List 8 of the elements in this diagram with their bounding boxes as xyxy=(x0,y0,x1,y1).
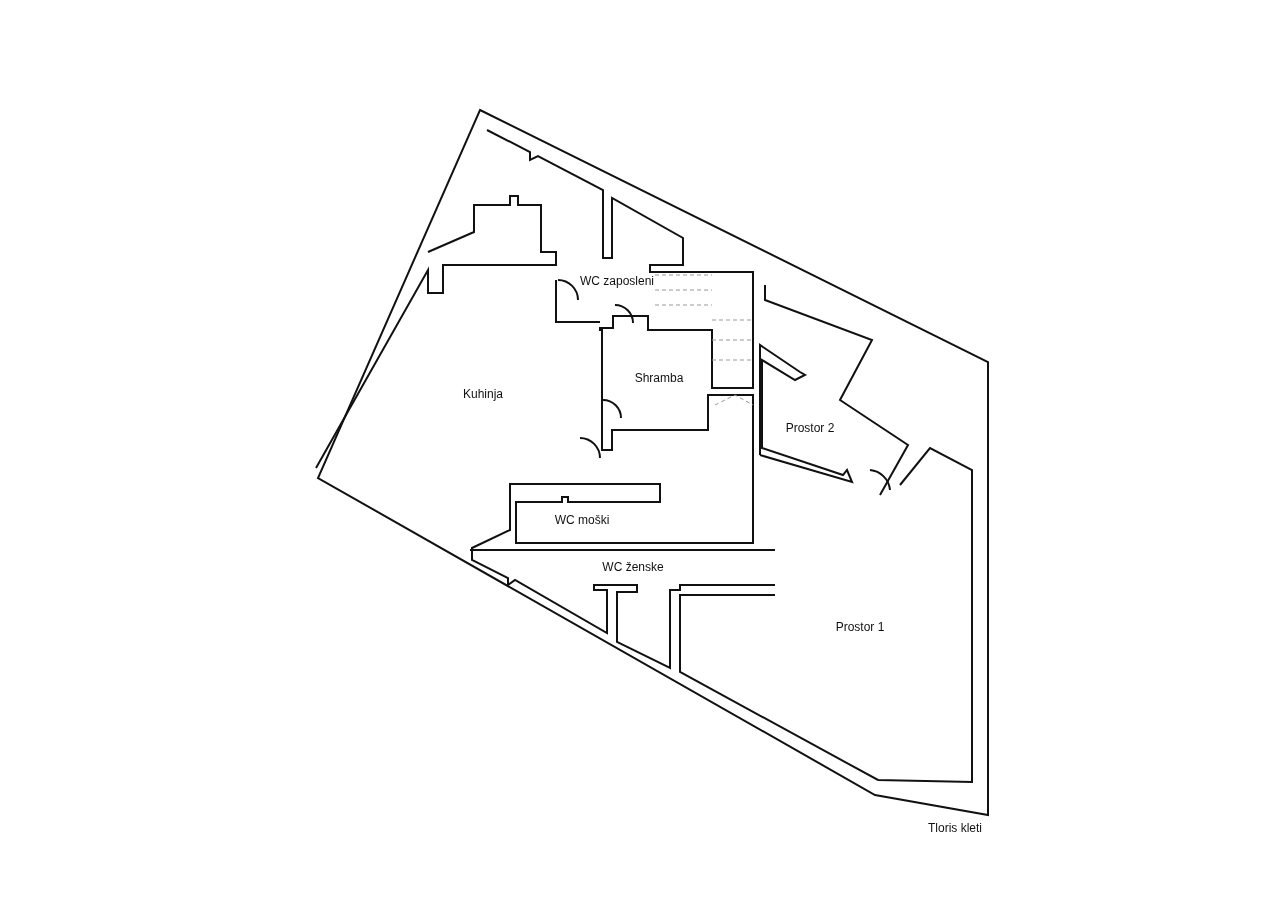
room-label: Prostor 1 xyxy=(835,620,885,634)
room-label: WC zaposleni xyxy=(580,274,654,288)
room-label: WC moški xyxy=(554,513,610,527)
room-label: Kuhinja xyxy=(463,387,503,401)
room-label: WC ženske xyxy=(602,560,664,574)
plan-caption: Tloris kleti xyxy=(928,821,982,835)
room-label: Prostor 2 xyxy=(785,421,835,435)
room-label: Shramba xyxy=(634,371,684,385)
